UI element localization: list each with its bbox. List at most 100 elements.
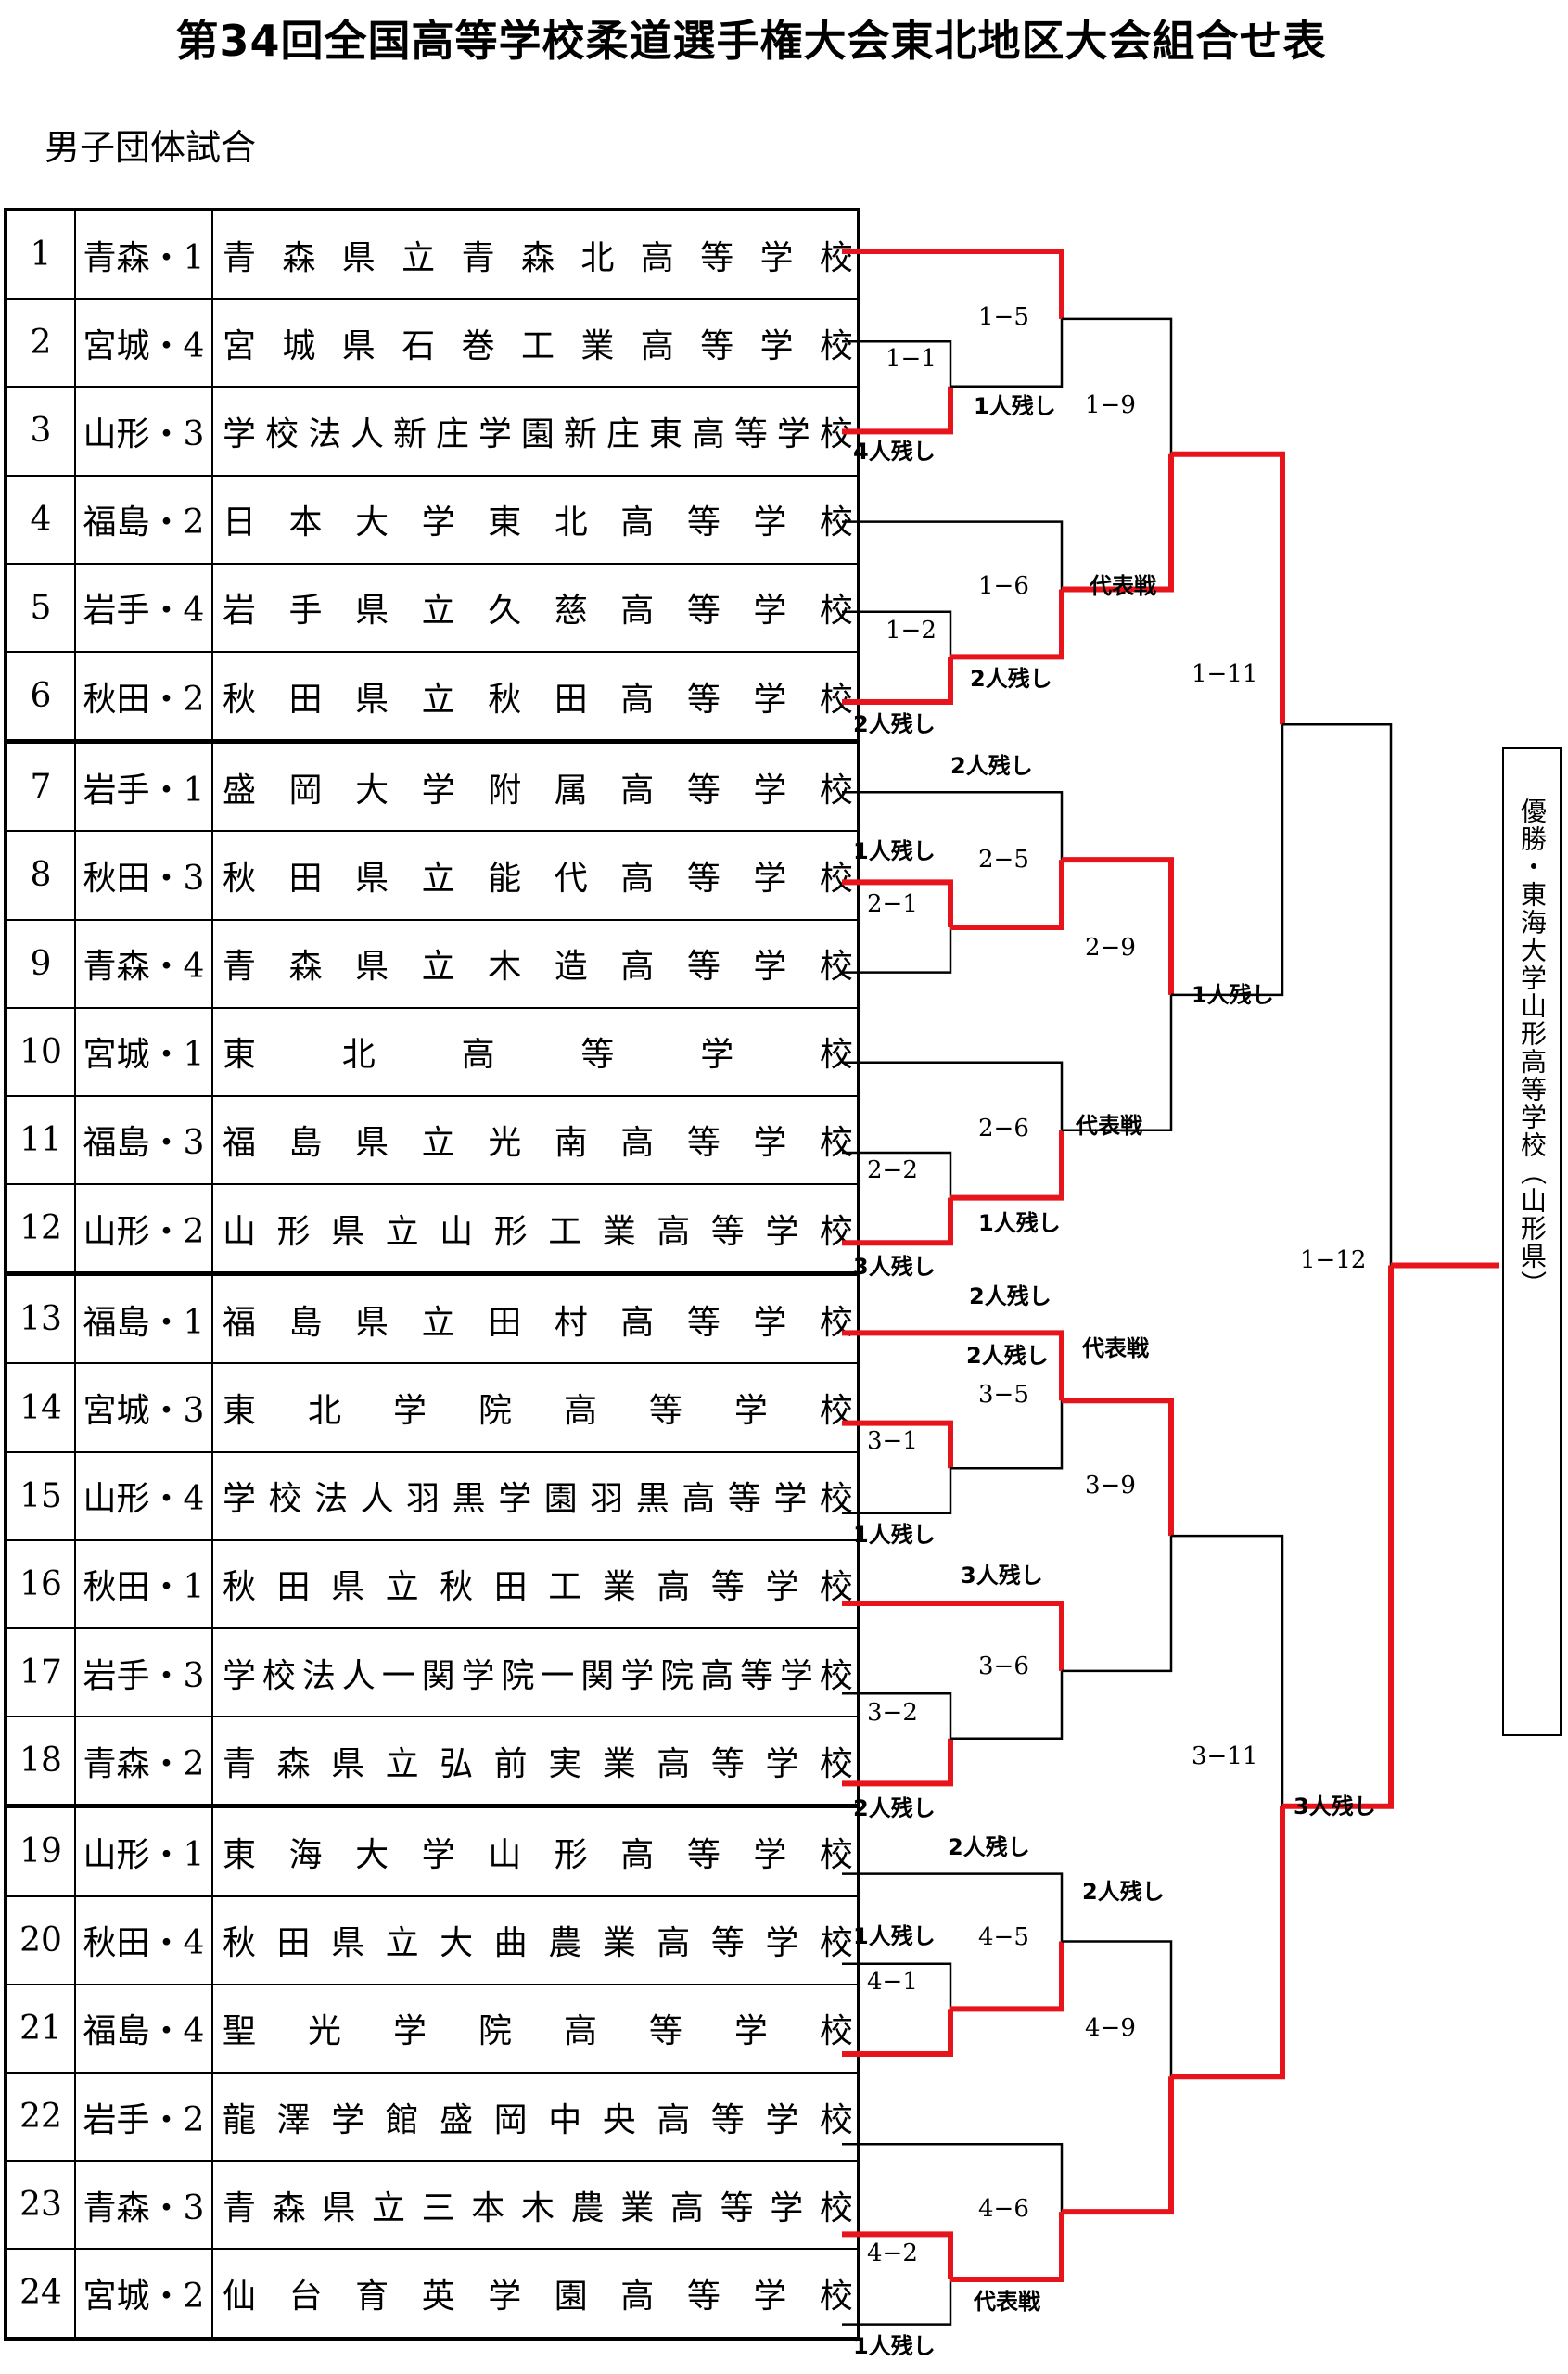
- match-label: 3−9: [1085, 1472, 1136, 1500]
- school-char: 島: [288, 1303, 323, 1342]
- school-char: 学: [331, 2100, 365, 2139]
- school-char: 能: [488, 859, 522, 898]
- entry-number: 11: [5, 1094, 76, 1186]
- entry-number: 18: [5, 1716, 76, 1807]
- school-char: 形: [276, 1212, 311, 1251]
- school-char: 木: [520, 2189, 555, 2227]
- entry-number: 2: [5, 298, 76, 389]
- school-char: 法: [307, 415, 341, 453]
- school-char: 校: [819, 2189, 853, 2227]
- entry-number: 9: [5, 918, 76, 1009]
- school-char: 森: [272, 2189, 306, 2227]
- school-char: 岡: [288, 771, 323, 810]
- school-char: 新: [392, 415, 427, 453]
- school-char: 学: [776, 415, 810, 453]
- entry-prefecture: 山形・4: [74, 1450, 213, 1541]
- school-char: 県: [331, 1924, 365, 1963]
- school-char: 秋: [440, 1568, 474, 1607]
- entry-school: 青森県立三本木農業高等学校: [211, 2160, 860, 2251]
- school-char: 学: [733, 2012, 768, 2051]
- entry-prefecture: 青森・3: [74, 2160, 213, 2251]
- sf-line-bottom: [1171, 724, 1284, 997]
- school-char: 学: [753, 680, 787, 719]
- school-name: 山形県立山形工業高等学校: [223, 1205, 853, 1253]
- school-char: 等: [710, 1744, 745, 1783]
- school-name: 福島県立光南高等学校: [223, 1116, 853, 1164]
- match-result: 1人残し: [1192, 982, 1274, 1008]
- school-char: 木: [488, 948, 522, 987]
- school-char: 等: [710, 1924, 745, 1963]
- school-char: 学: [421, 771, 455, 810]
- match-label: 4−9: [1085, 2014, 1136, 2042]
- match-label: 4−6: [978, 2195, 1029, 2223]
- school-char: 形: [493, 1212, 528, 1251]
- school-char: 学: [765, 2100, 799, 2139]
- school-char: 学: [753, 948, 787, 987]
- r2-line-seed: [842, 1061, 1064, 1130]
- match-label: 3−6: [978, 1653, 1029, 1680]
- match-result: 2人残し: [969, 1283, 1052, 1309]
- qf-line-top: [1062, 317, 1173, 454]
- entry-school: 福島県立光南高等学校: [211, 1094, 860, 1186]
- entry-number: 16: [5, 1538, 76, 1630]
- entry-number: 4: [5, 474, 76, 565]
- school-char: 立: [421, 680, 455, 719]
- school-char: 形: [554, 1835, 588, 1874]
- r1-line-top: [842, 1420, 953, 1469]
- match-result: 2人残し: [853, 1795, 936, 1821]
- school-char: 東: [223, 1392, 257, 1431]
- entry-number: 6: [5, 650, 76, 743]
- entry-prefecture: 岩手・4: [74, 562, 213, 653]
- school-char: 高: [657, 1924, 691, 1963]
- entry-prefecture: 青森・2: [74, 1716, 213, 1807]
- match-label: 3−11: [1192, 1742, 1257, 1770]
- school-char: 青: [223, 1744, 257, 1783]
- school-char: 属: [554, 771, 588, 810]
- school-char: 三: [421, 2189, 455, 2227]
- entry-number: 24: [5, 2248, 76, 2340]
- entry-prefecture: 岩手・1: [74, 739, 213, 833]
- school-char: 学: [773, 1480, 808, 1519]
- entry-school: 山形県立山形工業高等学校: [211, 1183, 860, 1275]
- school-char: 日: [223, 504, 257, 542]
- page-title: 第34回全国高等学校柔道選手権大会東北地区大会組合せ表: [175, 16, 1327, 66]
- school-char: 巻: [461, 326, 495, 365]
- entry-number: 13: [5, 1271, 76, 1365]
- school-char: 田: [276, 1568, 311, 1607]
- school-char: 学: [753, 1835, 787, 1874]
- r1-line-bottom: [842, 657, 953, 705]
- entry-school: 福島県立田村高等学校: [211, 1271, 860, 1365]
- school-char: 学: [765, 1744, 799, 1783]
- school-char: 校: [819, 771, 853, 810]
- match-result: 2人残し: [966, 1343, 1049, 1369]
- school-char: 立: [385, 1568, 419, 1607]
- school-char: 高: [620, 2277, 655, 2316]
- school-char: 聖: [223, 2012, 257, 2051]
- school-char: 育: [355, 2277, 389, 2316]
- school-char: 県: [355, 859, 389, 898]
- school-char: 工: [520, 326, 555, 365]
- school-char: 校: [264, 415, 299, 453]
- school-char: 久: [488, 592, 522, 631]
- school-char: 等: [686, 504, 720, 542]
- school-char: 手: [288, 592, 323, 631]
- r2-line-seed: [842, 1872, 1064, 1942]
- school-char: 田: [288, 859, 323, 898]
- school-char: 校: [261, 1656, 296, 1695]
- match-result: 2人残し: [853, 711, 936, 737]
- sf-line-top: [1171, 1534, 1284, 1806]
- school-char: 秋: [223, 1924, 257, 1963]
- entry-number: 3: [5, 386, 76, 477]
- school-char: 院: [660, 1656, 695, 1695]
- school-char: 学: [753, 2277, 787, 2316]
- school-char: 北: [341, 1036, 376, 1075]
- school-char: 山: [223, 1212, 257, 1251]
- school-char: 高: [682, 1480, 716, 1519]
